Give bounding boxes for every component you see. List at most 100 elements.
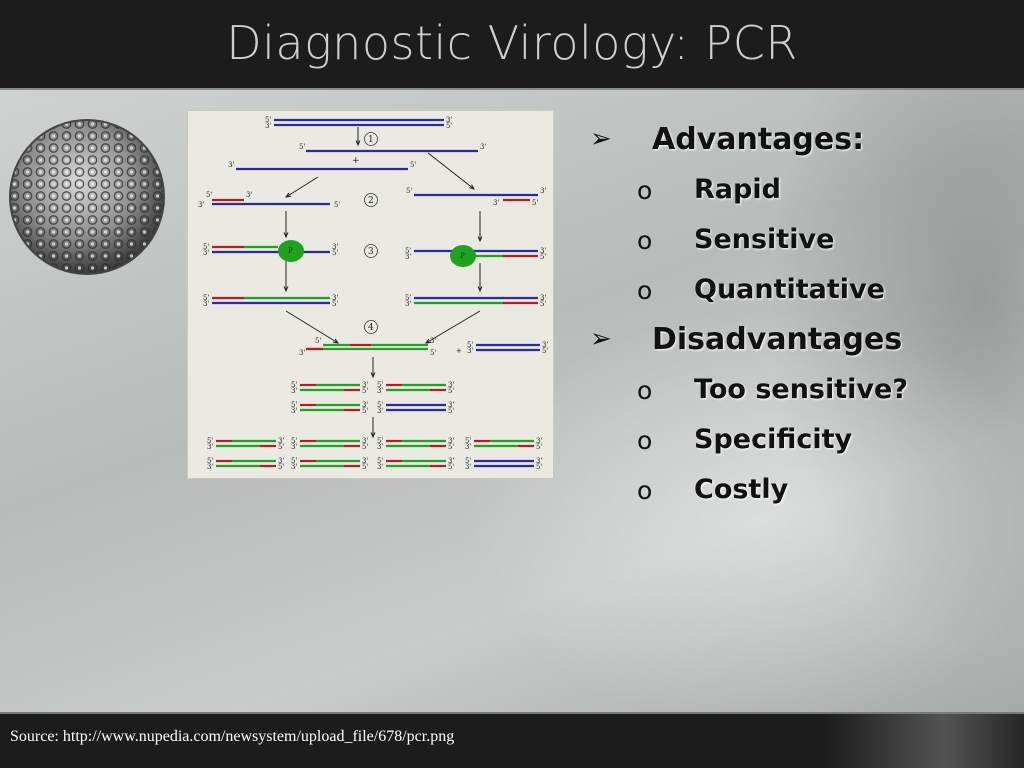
strand-end-label: 5': [448, 463, 454, 471]
strand-end-label: 5': [406, 187, 412, 195]
sub-bullet: o Sensitive: [590, 218, 1010, 268]
bullet-advantages: ➢ Advantages:: [590, 118, 1010, 168]
strand-end-label: 5': [315, 337, 321, 345]
strand-end-label: 3': [265, 122, 271, 130]
process-arrow: [285, 310, 340, 344]
step-number-circle: [364, 193, 378, 207]
arrow-bullet-icon: ➢: [590, 324, 612, 354]
strand-end-label: 3': [377, 387, 383, 395]
bullet-label: Disadvantages: [652, 322, 903, 357]
strand-end-label: 3': [448, 457, 454, 465]
strand-end-label: 5': [291, 437, 297, 445]
strand-end-label: 3': [465, 463, 471, 471]
strand-end-label: 3': [405, 300, 411, 308]
strand-end-label: 3': [207, 463, 213, 471]
strand-end-label: 5': [334, 201, 340, 209]
strand-end-label: 3': [448, 381, 454, 389]
strand-end-label: 5': [532, 199, 538, 207]
strand-end-label: 5': [465, 437, 471, 445]
strand-end-label: 5': [291, 457, 297, 465]
strand-end-label: 3': [377, 463, 383, 471]
title-bar: Diagnostic Virology: PCR: [0, 0, 1024, 90]
strand-end-label: 3': [332, 294, 338, 302]
strand-end-label: 5': [536, 463, 542, 471]
polymerase-blob: [450, 245, 476, 267]
strand-end-label: 5': [448, 387, 454, 395]
sub-bullet-label: Too sensitive?: [694, 374, 908, 405]
strand-end-label: 3': [291, 407, 297, 415]
strand-end-label: 5': [448, 407, 454, 415]
sub-bullet: o Rapid: [590, 168, 1010, 218]
strand-end-label: 5': [332, 249, 338, 257]
strand-end-label: 3': [291, 463, 297, 471]
strand-end-label: 3': [228, 161, 234, 169]
sub-bullet-label: Specificity: [694, 424, 853, 455]
sub-bullet: o Specificity: [590, 418, 1010, 468]
strand-end-label: 3': [536, 457, 542, 465]
strand-end-label: 3': [540, 247, 546, 255]
strand-end-label: 3': [377, 407, 383, 415]
strand-end-label: 5': [377, 381, 383, 389]
footer-bar: Source: http://www.nupedia.com/newsystem…: [0, 712, 1024, 768]
strand-end-label: 5': [299, 143, 305, 151]
strand-end-label: 5': [540, 300, 546, 308]
step-number-circle: [364, 132, 378, 146]
process-arrow: [370, 417, 376, 439]
strand-end-label: 3': [291, 443, 297, 451]
sub-bullet: o Too sensitive?: [590, 368, 1010, 418]
strand-end-label: 5': [362, 443, 368, 451]
strand-end-label: 3': [465, 443, 471, 451]
strand-end-label: 5': [207, 457, 213, 465]
strand-end-label: 5': [291, 401, 297, 409]
bullet-list: ➢ Advantages: o Rapid o Sensitive o Quan…: [590, 118, 1010, 518]
strand-end-label: 3': [405, 253, 411, 261]
polymerase-label: P: [288, 247, 293, 255]
process-arrow: [284, 176, 319, 198]
strand-end-label: 3': [540, 187, 546, 195]
step-number-circle: [364, 320, 378, 334]
strand-end-label: 5': [362, 463, 368, 471]
circle-bullet-icon: o: [637, 226, 653, 255]
sub-bullet: o Quantitative: [590, 268, 1010, 318]
circle-bullet-icon: o: [637, 176, 653, 205]
strand-end-label: 5': [206, 191, 212, 199]
strand-end-label: 3': [246, 191, 252, 199]
strand-end-label: 3': [493, 199, 499, 207]
strand-end-label: 5': [446, 122, 452, 130]
strand-end-label: 3': [480, 143, 486, 151]
process-arrow: [370, 357, 376, 379]
strand-end-label: 3': [536, 437, 542, 445]
step-number: 1: [368, 135, 374, 145]
pcr-diagram: 5'3'3'5'5'3'3'5'5'3'3'5'5'3'3'5'5'3'3'5'…: [187, 110, 554, 479]
strand-end-label: 3': [448, 437, 454, 445]
polymerase-blob: [278, 240, 304, 262]
strand-end-label: 5': [540, 253, 546, 261]
step-number: 3: [368, 247, 374, 257]
sub-bullet-label: Rapid: [694, 174, 781, 205]
strand-end-label: 5': [377, 401, 383, 409]
strand-end-label: 3': [467, 347, 473, 355]
strand-end-label: 5': [362, 387, 368, 395]
strand-end-label: 3': [291, 387, 297, 395]
source-citation: Source: http://www.nupedia.com/newsystem…: [10, 728, 455, 745]
strand-end-label: 5': [536, 443, 542, 451]
process-arrow: [477, 263, 483, 293]
process-arrow: [283, 261, 289, 293]
strand-end-label: 5': [265, 116, 271, 124]
strand-end-label: 3': [377, 443, 383, 451]
strand-end-label: 5': [410, 161, 416, 169]
bullet-disadvantages: ➢ Disadvantages: [590, 318, 1010, 368]
strand-end-label: 5': [278, 443, 284, 451]
strand-end-label: 5': [203, 294, 209, 302]
slide-title: Diagnostic Virology: PCR: [226, 16, 798, 70]
strand-end-label: 5': [377, 437, 383, 445]
sub-bullet-label: Sensitive: [694, 224, 835, 255]
virus-capsid-image: [9, 119, 165, 275]
strand-end-label: 5': [291, 381, 297, 389]
strand-end-label: 5': [332, 300, 338, 308]
strand-end-label: 3': [362, 401, 368, 409]
circle-bullet-icon: o: [637, 476, 653, 505]
step-number: 2: [368, 196, 374, 206]
strand-end-label: 5': [405, 294, 411, 302]
strand-end-label: 3': [207, 443, 213, 451]
